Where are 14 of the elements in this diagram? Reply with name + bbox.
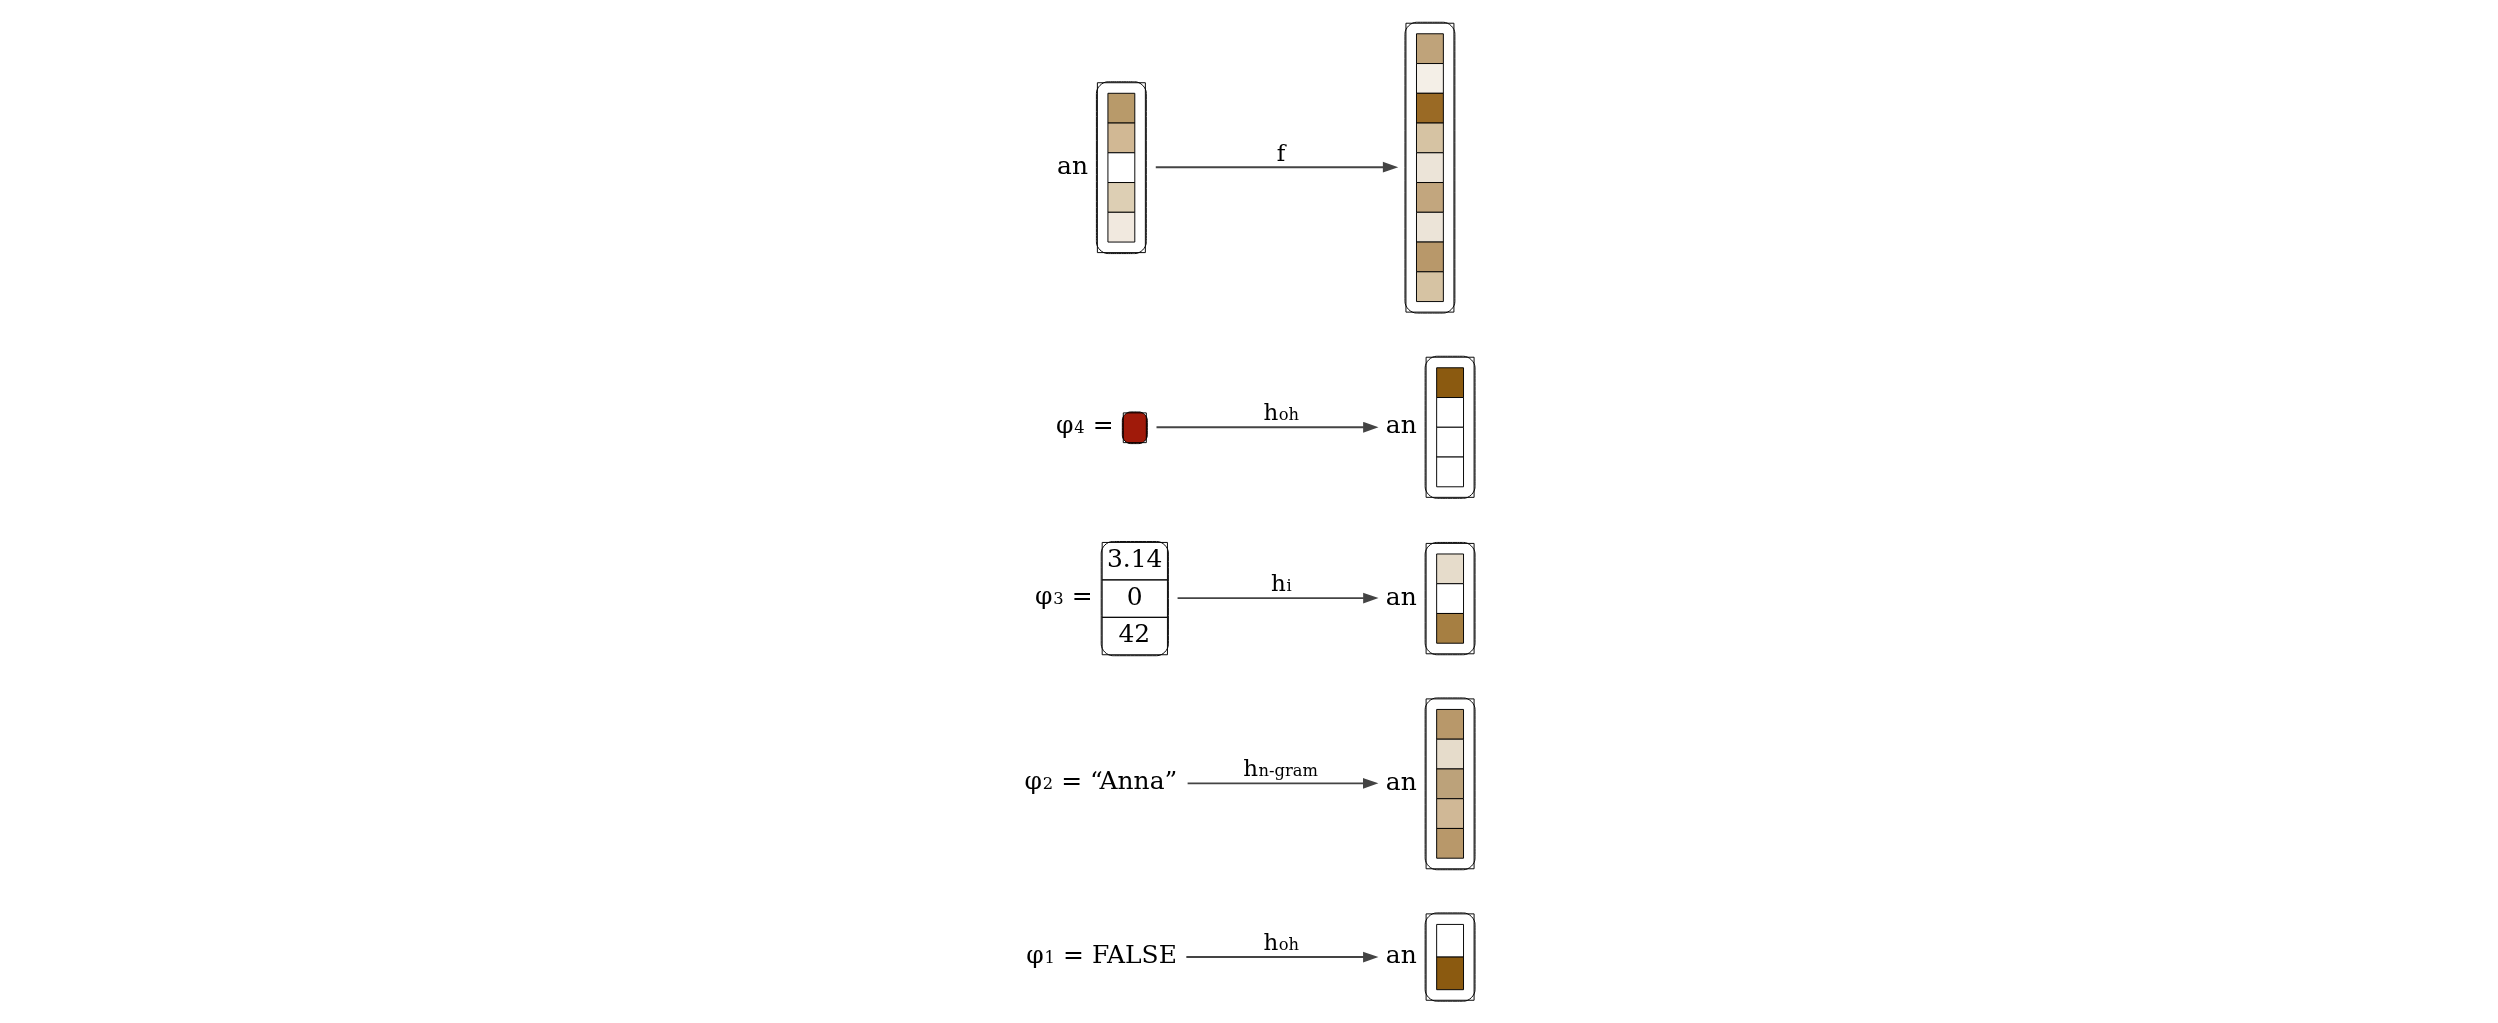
node-label: an [1385,940,1417,970]
node-label: an [1385,410,1417,440]
edge-label: hn-gram [1242,754,1318,781]
node-text: φ2 = “Anna” [1023,765,1177,795]
node-label: an [1385,581,1417,611]
edge-label: hoh [1262,398,1299,425]
node-label: an [1385,766,1417,796]
node-label: φ4 = [1055,409,1114,439]
node-text: φ1 = FALSE [1025,939,1177,969]
edge-label: f [1276,139,1285,166]
edge-label: hi [1270,569,1292,596]
edge-label: hoh [1262,928,1299,955]
node-label: an [1056,150,1088,180]
node-label: φ3 = [1034,580,1093,610]
